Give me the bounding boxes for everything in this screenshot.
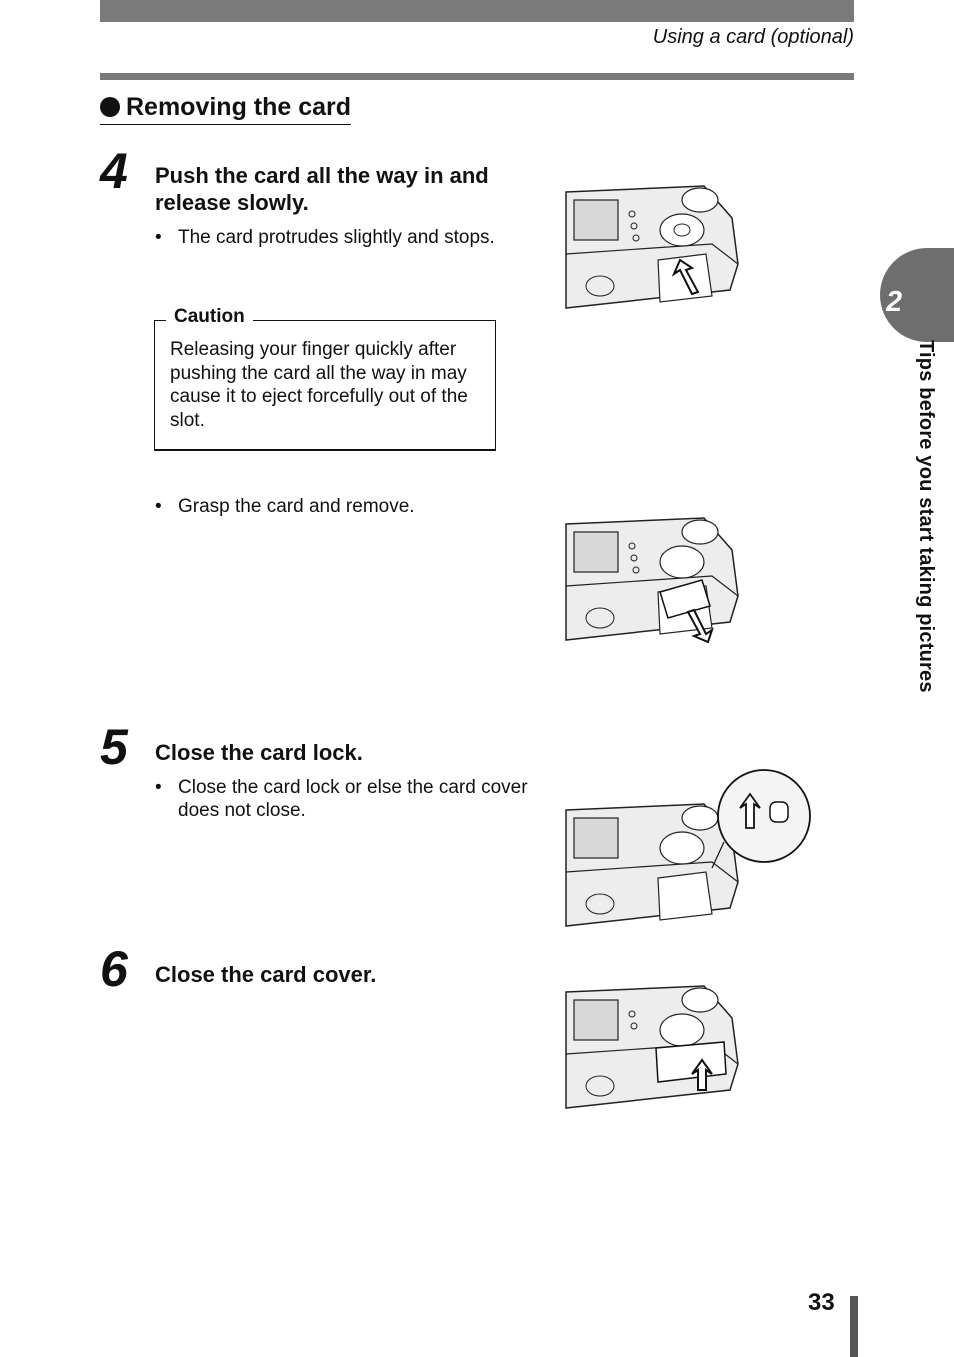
camera-close-cover-illustration xyxy=(565,985,739,1109)
step-title-4: Push the card all the way in and release… xyxy=(155,163,489,215)
header-rule xyxy=(100,73,854,80)
camera-card-lock-illustration xyxy=(565,769,811,927)
grasp-bullet: •Grasp the card and remove. xyxy=(155,496,415,517)
header-title: Using a card (optional) xyxy=(652,26,854,48)
page-number-bar xyxy=(850,1296,858,1357)
caution-box xyxy=(154,320,496,451)
step-5-bullet: •Close the card lock or else the card co… xyxy=(155,777,528,821)
caution-text: Releasing your finger quickly after push… xyxy=(170,339,468,431)
step-number-5: 5 xyxy=(100,719,128,775)
step-number-6: 6 xyxy=(100,941,128,997)
section-title-text: Removing the card xyxy=(126,93,352,121)
chapter-tab xyxy=(880,248,954,342)
header-bar xyxy=(100,0,854,22)
step-number-4: 4 xyxy=(100,143,128,199)
chapter-title-vertical: Tips before you start taking pictures xyxy=(915,340,937,693)
camera-remove-card-illustration xyxy=(565,517,739,644)
section-title: Removing the card xyxy=(100,93,352,125)
page-number: 33 xyxy=(808,1289,835,1316)
step-title-6: Close the card cover. xyxy=(155,962,377,987)
camera-push-card-illustration xyxy=(565,185,739,309)
chapter-number: 2 xyxy=(886,286,903,318)
step-4-bullet: •The card protrudes slightly and stops. xyxy=(155,227,495,248)
caution-label: Caution xyxy=(166,306,253,328)
step-title-5: Close the card lock. xyxy=(155,740,363,765)
bullet-circle-icon xyxy=(100,97,120,117)
